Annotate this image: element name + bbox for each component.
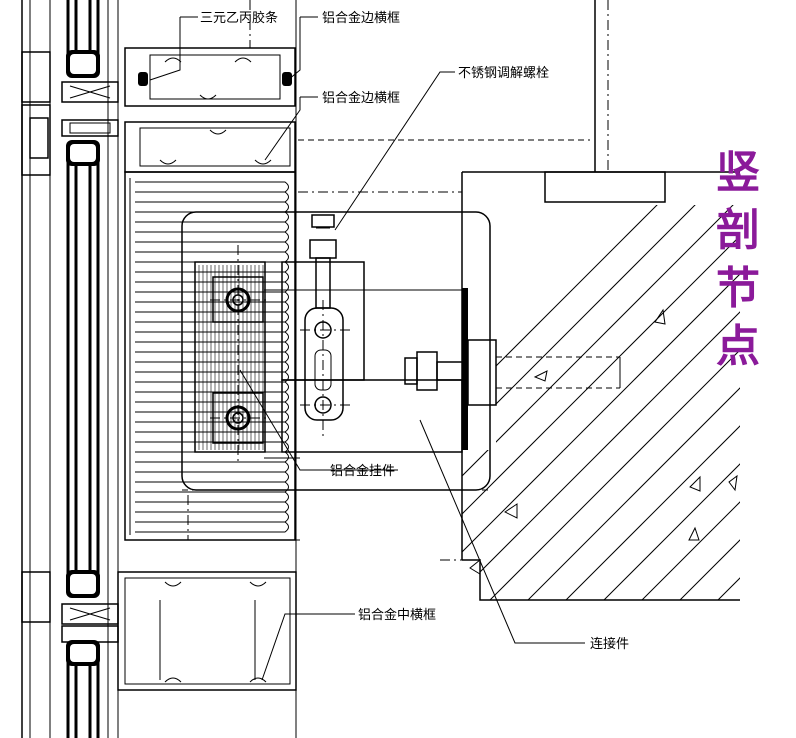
label-connector: 连接件 bbox=[590, 636, 629, 652]
title-char-2: 剖 bbox=[716, 205, 760, 256]
curtain-wall-frame bbox=[21, 0, 119, 738]
label-edge-transom-top: 铝合金边横框 bbox=[322, 10, 400, 26]
title-char-4: 点 bbox=[716, 321, 760, 372]
insulation-zone bbox=[124, 171, 296, 541]
label-edge-transom-mid: 铝合金边横框 bbox=[322, 90, 400, 106]
title-char-3: 节 bbox=[716, 263, 760, 314]
label-epdm-strip: 三元乙丙胶条 bbox=[200, 10, 278, 26]
leader-lines bbox=[149, 16, 585, 681]
label-adjust-bolt: 不锈钢调解螺栓 bbox=[458, 66, 549, 81]
title-char-1: 竖 bbox=[716, 147, 760, 198]
hanger-assembly bbox=[181, 211, 491, 491]
concrete-slab bbox=[298, 0, 740, 601]
label-hanger: 铝合金挂件 bbox=[330, 463, 395, 479]
label-mid-transom: 铝合金中横框 bbox=[358, 607, 436, 623]
